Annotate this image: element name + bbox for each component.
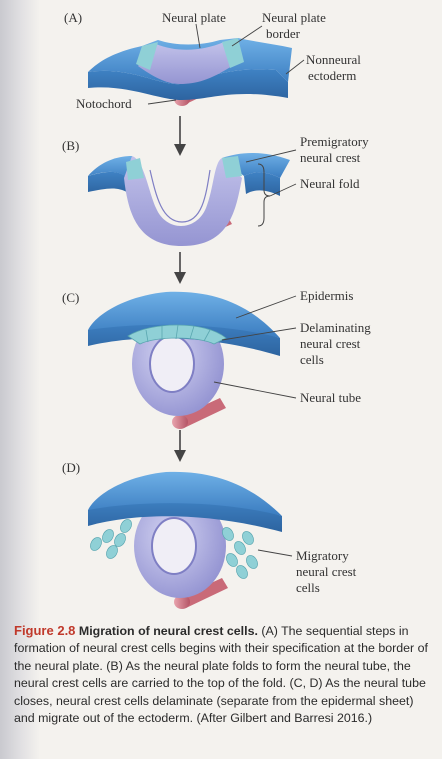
label-premigratory-2: neural crest	[300, 150, 361, 165]
label-neural-plate: Neural plate	[162, 10, 226, 25]
notochord-end-c	[172, 415, 188, 429]
panel-c-label: (C)	[62, 290, 79, 305]
plate-border-right-a	[222, 38, 244, 68]
panel-b-diagram: (B) Premigratory neural crest Neural fol…	[62, 134, 369, 246]
label-nonneural-1: Nonneural	[306, 52, 361, 67]
epidermis-d	[88, 471, 282, 516]
label-delaminating-1: Delaminating	[300, 320, 371, 335]
label-delaminating-3: cells	[300, 352, 324, 367]
epidermis-c	[88, 291, 280, 338]
caption-number: Figure 2.8	[14, 623, 76, 638]
panel-d-diagram: (D) Migratory neural crest cells	[62, 460, 357, 609]
neural-plate-b	[124, 156, 242, 246]
migratory-crest-cells	[90, 519, 258, 579]
label-neural-tube: Neural tube	[300, 390, 361, 405]
ectoderm-side-a	[88, 69, 288, 100]
label-nonneural-2: ectoderm	[308, 68, 356, 83]
premigratory-right-b	[222, 156, 242, 178]
neural-tube-lumen-d	[151, 517, 197, 575]
page-gutter-shadow	[0, 0, 40, 759]
label-premigratory-1: Premigratory	[300, 134, 369, 149]
label-epidermis: Epidermis	[300, 288, 353, 303]
neural-plate-a	[138, 42, 232, 84]
panel-a-diagram: (A) Neural plate Neural plate border Non…	[64, 10, 361, 111]
caption-body: (A) The sequential steps in formation of…	[14, 624, 428, 726]
label-neural-plate-border-1: Neural plate	[262, 10, 326, 25]
plate-border-left-a	[136, 42, 158, 70]
label-migratory-1: Migratory	[296, 548, 349, 563]
label-notochord: Notochord	[76, 96, 132, 111]
arrow-b-c	[174, 252, 186, 284]
notochord-rod-c	[176, 398, 226, 428]
arrow-c-d	[174, 430, 186, 462]
label-migratory-2: neural crest	[296, 564, 357, 579]
panel-c-diagram: (C) Epidermis Delaminating neural crest …	[62, 288, 371, 429]
label-delaminating-2: neural crest	[300, 336, 361, 351]
notochord-end-d	[174, 595, 190, 609]
neural-crest-figure: (A) Neural plate Neural plate border Non…	[62, 10, 371, 609]
neural-tube-lumen-c	[149, 335, 195, 393]
label-neural-fold: Neural fold	[300, 176, 360, 191]
panel-a-label: (A)	[64, 10, 82, 25]
notochord-rod-d	[178, 578, 228, 608]
label-migratory-3: cells	[296, 580, 320, 595]
figure-caption: Figure 2.8 Migration of neural crest cel…	[14, 622, 434, 727]
premigratory-left-b	[126, 158, 144, 180]
arrow-a-b	[174, 116, 186, 156]
caption-title: Migration of neural crest cells.	[78, 624, 258, 638]
panel-b-label: (B)	[62, 138, 79, 153]
panel-d-label: (D)	[62, 460, 80, 475]
label-neural-plate-border-2: border	[266, 26, 301, 41]
